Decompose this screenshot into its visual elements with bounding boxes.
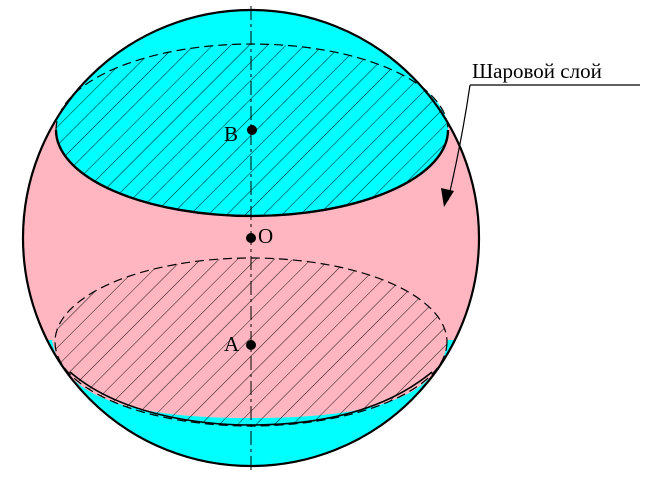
point-b-label: B bbox=[224, 122, 238, 146]
point-a-dot bbox=[246, 340, 256, 350]
callout-arrowhead bbox=[441, 188, 454, 207]
upper-section-front-edge bbox=[54, 129, 450, 218]
callout-leader-line bbox=[447, 84, 471, 201]
point-b-dot bbox=[247, 125, 257, 135]
callout-label: Шаровой слой bbox=[472, 59, 602, 83]
point-o-dot bbox=[246, 233, 256, 243]
point-a-label: A bbox=[224, 332, 240, 356]
point-o-label: O bbox=[258, 224, 273, 248]
